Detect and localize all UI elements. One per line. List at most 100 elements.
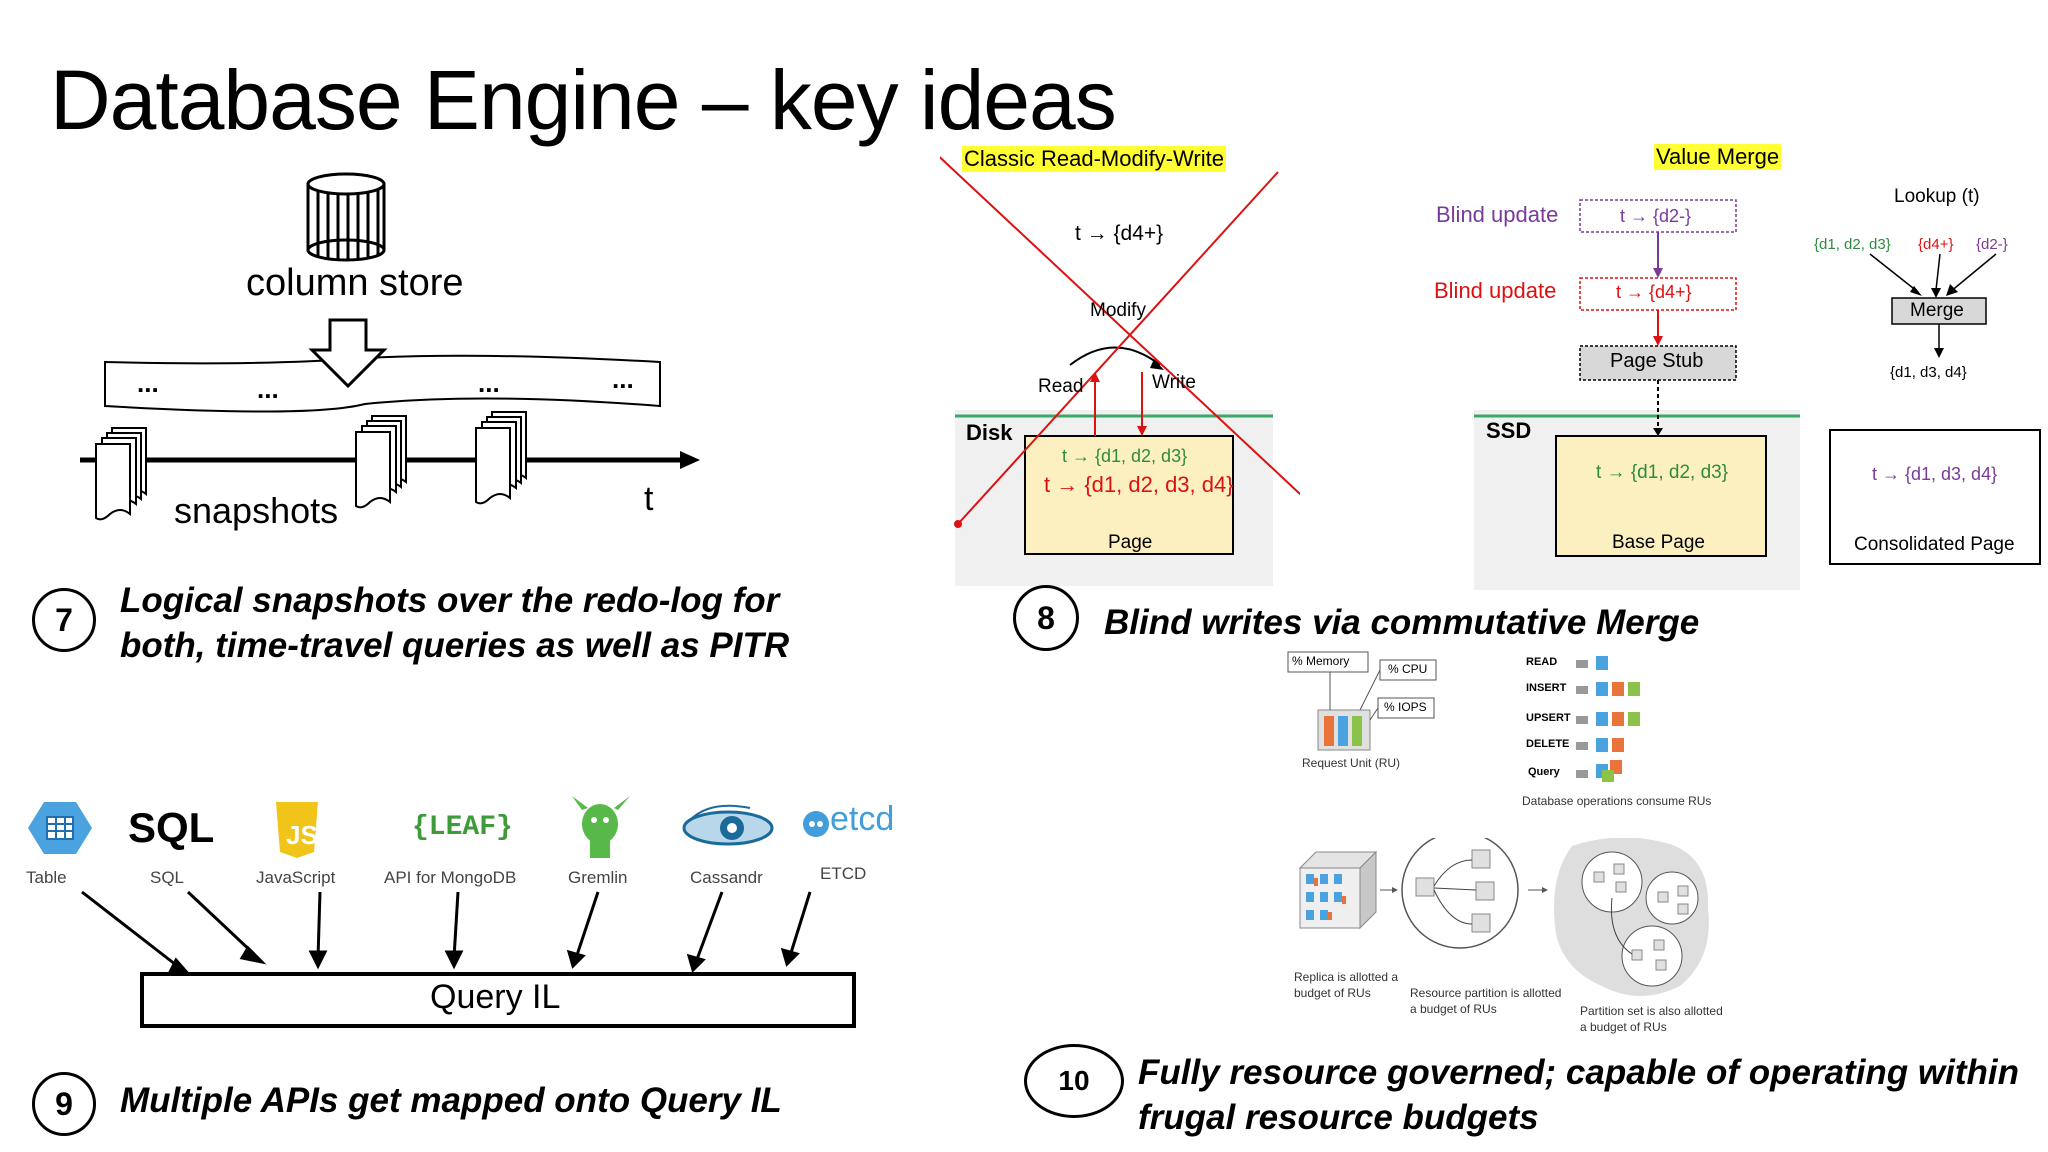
idea7-number-badge: 7 xyxy=(32,588,96,652)
value-merge-panel: Value Merge Blind update t → {d2-} Blind… xyxy=(1420,140,1800,590)
idea7-caption-line2: both, time-travel queries as well as PIT… xyxy=(120,626,790,665)
classic-old-value: t → {d1, d2, d3} xyxy=(1062,446,1188,466)
cross-line-2 xyxy=(957,171,1279,525)
idea8-caption: Blind writes via commutative Merge xyxy=(1104,603,1700,642)
consolidated-page-box xyxy=(1829,429,2041,565)
lookup-title: Lookup (t) xyxy=(1894,186,1980,207)
ops-caption: Database operations consume RUs xyxy=(1522,794,1712,808)
idea10-caption: Fully resource governed; capable of oper… xyxy=(1138,1050,2019,1140)
classic-title: Classic Read-Modify-Write xyxy=(962,146,1226,172)
query-il-box xyxy=(140,972,856,1028)
resource-caption-line2: a budget of RUs xyxy=(1410,1002,1497,1016)
ellipsis-2: ... xyxy=(257,374,279,404)
cassandra-label: Cassandr xyxy=(690,868,763,887)
ellipsis-1: ... xyxy=(137,368,159,398)
idea10-caption-line1: Fully resource governed; capable of oper… xyxy=(1138,1053,2019,1092)
snapshot-diagram xyxy=(80,172,700,521)
merge-label: Merge xyxy=(1910,300,1964,321)
base-value: t → {d1, d2, d3} xyxy=(1596,462,1729,483)
op-delete: DELETE xyxy=(1526,738,1570,750)
set-caption-line1: Partition set is also allotted xyxy=(1580,1004,1723,1018)
javascript-label: JavaScript xyxy=(256,868,336,887)
blind-update-2-formula: t → {d4+} xyxy=(1616,282,1692,302)
idea8-number-badge: 8 xyxy=(1013,585,1079,651)
classic-rmw-panel: Classic Read-Modify-Write t → {d4+} Modi… xyxy=(940,140,1300,590)
lookup-input-1: {d1, d2, d3} xyxy=(1814,236,1891,253)
ellipsis-4: ... xyxy=(612,364,634,394)
replica-caption-line2: budget of RUs xyxy=(1294,986,1371,1000)
replica-icon xyxy=(1298,850,1378,930)
request-unit-label: Request Unit (RU) xyxy=(1302,756,1401,770)
sql-label: SQL xyxy=(150,868,185,887)
idea7-caption-line1: Logical snapshots over the redo-log for xyxy=(120,581,780,620)
mongodb-logo: {LEAF} xyxy=(412,812,513,843)
ru-op-icons xyxy=(1576,656,1640,782)
idea9-number-badge: 9 xyxy=(32,1072,96,1136)
idea9-caption: Multiple APIs get mapped onto Query IL xyxy=(120,1081,782,1120)
idea7-number: 7 xyxy=(55,601,73,638)
lookup-input-3: {d2-} xyxy=(1976,236,2008,253)
down-arrow-icon xyxy=(308,318,388,389)
etcd-label: ETCD xyxy=(820,864,867,883)
replica-caption-line1: Replica is allotted a xyxy=(1294,970,1399,984)
ellipsis-3: ... xyxy=(478,368,500,398)
consolidated-label: Consolidated Page xyxy=(1854,534,2015,555)
modify-label: Modify xyxy=(1090,300,1146,321)
consolidated-value: t → {d1, d3, d4} xyxy=(1872,464,1998,484)
base-page-box xyxy=(1555,435,1767,557)
page-stub-label: Page Stub xyxy=(1610,350,1704,372)
op-upsert: UPSERT xyxy=(1526,712,1571,724)
time-axis-label: t xyxy=(644,480,654,518)
etcd-logo: etcd xyxy=(830,800,895,838)
idea9-number: 9 xyxy=(55,1085,73,1122)
resource-partition-icon xyxy=(1401,838,1519,949)
page-stub-box xyxy=(1579,345,1737,381)
gremlin-label: Gremlin xyxy=(568,868,628,887)
classic-page-label: Page xyxy=(1108,532,1153,553)
table-api-icon xyxy=(28,802,92,854)
read-label: Read xyxy=(1038,376,1084,397)
svg-text:JS: JS xyxy=(286,820,318,850)
database-cylinder-icon xyxy=(306,172,386,262)
javascript-icon: JS xyxy=(276,802,318,858)
gremlin-icon xyxy=(572,796,630,858)
etcd-icon xyxy=(803,811,829,837)
idea10-number-badge: 10 xyxy=(1024,1044,1124,1118)
value-merge-title: Value Merge xyxy=(1654,144,1782,170)
blind-update-1-formula: t → {d2-} xyxy=(1620,206,1692,226)
slide-title: Database Engine – key ideas xyxy=(50,53,1117,147)
idea8-number: 8 xyxy=(1037,599,1055,636)
idea9-diagram: JS xyxy=(10,790,894,1030)
blind-update-2-label: Blind update xyxy=(1434,278,1557,303)
lookup-input-2: {d4+} xyxy=(1918,236,1954,253)
op-read: READ xyxy=(1526,656,1558,668)
partition-diagram: Replica is allotted a budget of RUs Reso… xyxy=(1290,838,1730,1038)
column-store-label: column store xyxy=(246,262,464,304)
ru-memory-label: % Memory xyxy=(1292,654,1350,668)
mongodb-label: API for MongoDB xyxy=(384,868,517,887)
ru-cpu-label: % CPU xyxy=(1388,662,1428,676)
cassandra-icon xyxy=(682,804,774,846)
blind-update-1-label: Blind update xyxy=(1436,202,1559,227)
idea7-caption: Logical snapshots over the redo-log for … xyxy=(120,578,789,668)
op-query: Query xyxy=(1528,766,1560,778)
lookup-panel: Lookup (t) {d1, d2, d3} {d4+} {d2-} Merg… xyxy=(1800,180,2048,580)
request-unit-diagram: % Memory % CPU % IOPS Request Unit (RU) … xyxy=(1280,646,1740,816)
set-caption-line2: a budget of RUs xyxy=(1580,1020,1667,1034)
classic-page-box xyxy=(1024,435,1234,555)
idea10-number: 10 xyxy=(1058,1065,1090,1096)
base-page-label: Base Page xyxy=(1612,532,1705,553)
idea10-caption-line2: frugal resource budgets xyxy=(1138,1098,1539,1137)
snapshots-label: snapshots xyxy=(174,490,339,531)
ssd-label: SSD xyxy=(1486,418,1532,443)
classic-top-formula: t → {d4+} xyxy=(1075,222,1164,245)
resource-caption-line1: Resource partition is allotted xyxy=(1410,986,1562,1000)
lookup-output: {d1, d3, d4} xyxy=(1890,364,1967,381)
write-label: Write xyxy=(1152,372,1196,393)
request-unit-icon xyxy=(1317,669,1381,751)
idea7-diagram: column store ... ... ... ... snapshots t xyxy=(60,160,710,550)
disk-label: Disk xyxy=(966,420,1013,445)
op-insert: INSERT xyxy=(1526,682,1567,694)
query-il-label: Query IL xyxy=(430,978,561,1016)
sql-logo: SQL xyxy=(128,804,215,851)
